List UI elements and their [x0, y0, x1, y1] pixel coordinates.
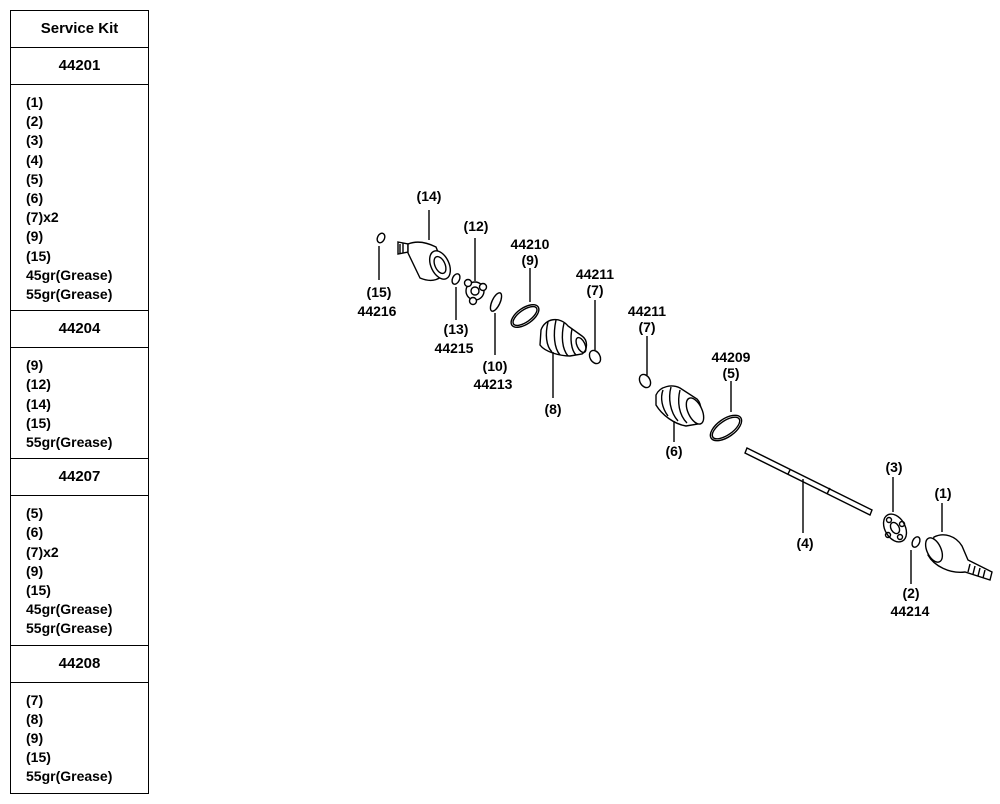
bearing-cage-3 — [882, 477, 908, 543]
label-code-15: 44216 — [358, 303, 397, 319]
label-code-2: 44214 — [891, 603, 930, 619]
label-code-10: 44213 — [474, 376, 513, 392]
label-part-7a: (7) — [586, 282, 603, 298]
snap-ring-15 — [376, 232, 386, 280]
label-code-7b: 44211 — [628, 303, 666, 319]
service-kit-title: Service Kit — [11, 11, 148, 48]
kit-item: (3) — [26, 132, 44, 149]
kit-item: 55gr(Grease) — [26, 768, 113, 785]
label-part-1: (1) — [934, 485, 951, 501]
kit-item: (4) — [26, 151, 44, 168]
label-code-5: 44209 — [712, 349, 751, 365]
drive-shaft-4 — [744, 447, 873, 533]
kit-item: (15) — [26, 247, 51, 264]
kit-item: (1) — [26, 94, 44, 110]
kit-code-44208: 44208 — [11, 646, 148, 683]
label-part-15: (15) — [367, 284, 392, 300]
label-part-6: (6) — [665, 443, 682, 459]
kit-item: (14) — [26, 395, 51, 412]
kit-items-44204: (9) (12) (14) (15) 55gr(Grease) — [11, 348, 148, 460]
snap-ring-2 — [910, 536, 921, 584]
label-part-12: (12) — [464, 218, 489, 234]
label-code-7a: 44211 — [576, 266, 614, 282]
circlip-13 — [451, 273, 461, 320]
label-part-2: (2) — [902, 585, 919, 601]
kit-item: (9) — [26, 562, 44, 579]
small-band-7a — [588, 300, 602, 365]
kit-item: 55gr(Grease) — [26, 286, 113, 303]
kit-item: (15) — [26, 582, 51, 599]
kit-item: 55gr(Grease) — [26, 620, 113, 637]
kit-item: (15) — [26, 414, 51, 431]
kit-item: (7)x2 — [26, 543, 59, 560]
kit-item: (9) — [26, 357, 44, 374]
kit-items-44208: (7) (8) (9) (15) 55gr(Grease) — [11, 683, 148, 793]
kit-item: (15) — [26, 749, 51, 766]
kit-item: 45gr(Grease) — [26, 266, 113, 283]
inner-joint-housing-14 — [397, 210, 452, 282]
kit-code-44201: 44201 — [11, 48, 148, 85]
service-kit-table: Service Kit 44201 (1) (2) (3) (4) (5) (6… — [10, 10, 149, 794]
kit-items-44201: (1) (2) (3) (4) (5) (6) (7)x2 (9) (15) 4… — [11, 85, 148, 312]
tripod-12 — [463, 238, 488, 306]
label-part-3: (3) — [885, 459, 902, 475]
kit-item: (9) — [26, 730, 44, 747]
outer-boot-6 — [655, 385, 705, 442]
label-part-8: (8) — [544, 401, 561, 417]
kit-item: 55gr(Grease) — [26, 434, 113, 451]
kit-code-44204: 44204 — [11, 311, 148, 349]
label-code-13: 44215 — [435, 340, 474, 356]
kit-items-44207: (5) (6) (7)x2 (9) (15) 45gr(Grease) 55gr… — [11, 496, 148, 646]
boot-band-5 — [709, 381, 743, 442]
kit-item: (5) — [26, 505, 44, 522]
label-part-14: (14) — [417, 188, 442, 204]
label-part-10: (10) — [483, 358, 508, 374]
kit-code-44207: 44207 — [11, 459, 148, 497]
kit-item: (8) — [26, 710, 44, 727]
label-part-5: (5) — [722, 365, 739, 381]
label-part-9: (9) — [521, 252, 538, 268]
kit-item: (2) — [26, 113, 44, 130]
small-band-7b — [638, 336, 652, 389]
kit-item: (6) — [26, 190, 44, 207]
boot-band-9 — [510, 268, 540, 328]
inner-boot-8 — [539, 319, 588, 398]
label-part-13: (13) — [444, 321, 469, 337]
kit-item: (7) — [26, 691, 44, 708]
kit-item: (9) — [26, 228, 44, 245]
kit-item: (12) — [26, 376, 51, 393]
circlip-10 — [489, 292, 503, 355]
label-part-7b: (7) — [638, 319, 655, 335]
kit-item: (7)x2 — [26, 209, 59, 226]
kit-item: (5) — [26, 170, 44, 187]
label-code-9: 44210 — [511, 236, 550, 252]
label-part-4: (4) — [796, 535, 813, 551]
kit-item: 45gr(Grease) — [26, 601, 113, 618]
kit-item: (6) — [26, 524, 44, 541]
outer-joint-1 — [924, 503, 993, 581]
